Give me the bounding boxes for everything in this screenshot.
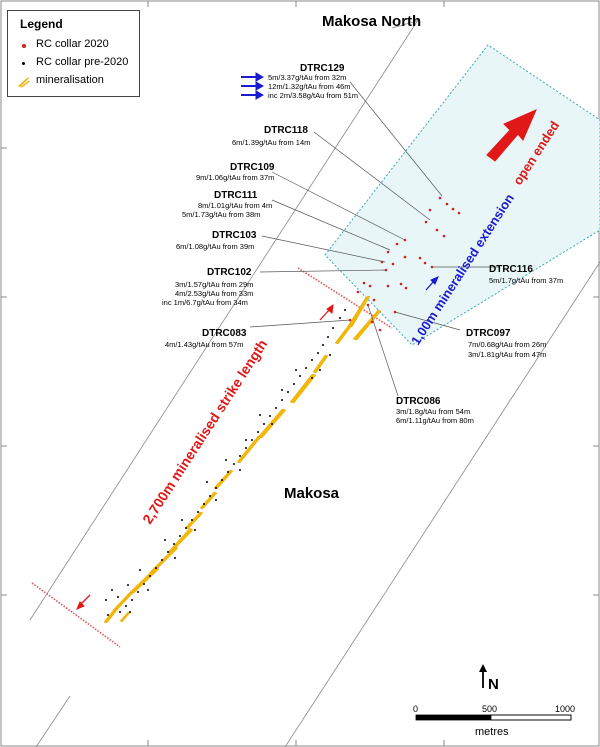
drillhole-result: 5m/1.7g/tAu from 37m [489,276,563,285]
mineralisation-icon [17,77,31,88]
drillhole-result: inc 1m/6.7g/tAu from 34m [162,298,248,307]
drillhole-result: 4m/2.53g/tAu from 33m [175,289,253,298]
drillhole-id: DTRC102 [207,267,252,278]
legend-label: mineralisation [36,74,104,86]
legend-label: RC collar 2020 [36,38,109,50]
scale-tick-label: 1000 [555,704,575,714]
drillhole-result: 3m/1.57g/tAu from 29m [175,280,253,289]
drillhole-labels: DTRC129 5m/3.37g/tAu from 32m 12m/1.32g/… [162,63,563,425]
red-arrows [76,109,537,610]
drillhole-id: DTRC083 [202,328,247,339]
drillhole-id: DTRC109 [230,162,275,173]
drillhole-id: DTRC097 [466,328,511,339]
drillhole-result: 3m/1.81g/tAu from 47m [468,350,546,359]
drillhole-result: 6m/1.39g/tAu from 14m [232,138,310,147]
scale-tick-label: 0 [413,704,418,714]
drillhole-result: 3m/1.8g/tAu from 54m [396,407,470,416]
collars-pre2020 [105,309,346,616]
legend-box: Legend RC collar 2020 RC collar pre-2020… [7,10,140,97]
leader-lines [249,81,500,397]
mineralisation-lenses [103,295,382,624]
drillhole-id: DTRC103 [212,230,257,241]
scale-bar: 0 500 1000 metres [413,704,575,738]
north-label: N [488,676,499,693]
drillhole-result: 7m/0.68g/tAu from 26m [468,340,546,349]
drillhole-result: 8m/1.01g/tAu from 4m [198,201,272,210]
drillhole-result: 6m/1.08g/tAu from 39m [176,242,254,251]
red-dot-icon [16,40,32,52]
drillhole-result: 5m/1.73g/tAu from 38m [182,210,260,219]
collars-2020 [348,196,461,332]
black-dot-icon [16,58,32,70]
scale-unit-label: metres [475,726,509,738]
drillhole-id: DTRC111 [214,190,258,201]
drillhole-result: 9m/1.06g/tAu from 37m [196,173,274,182]
drillhole-result: inc 2m/3.58g/tAu from 51m [268,91,358,100]
north-arrow-icon [479,664,487,672]
strike-end-line-north [297,267,393,329]
place-label-makosa: Makosa [284,485,340,502]
drillhole-result: 6m/1.11g/tAu from 80m [396,416,474,425]
tenement-boundary [29,19,600,747]
drillhole-id: DTRC116 [489,264,533,275]
drillhole-result: 12m/1.32g/tAu from 46m [268,82,351,91]
strike-length-label: 2,700m mineralised strike length [139,336,270,526]
north-arrow: N [479,664,499,693]
scale-tick-label: 500 [482,704,497,714]
drillhole-result: 4m/1.43g/tAu from 57m [165,340,243,349]
blue-arrows [241,72,439,291]
strike-end-line-south [31,582,121,648]
drillhole-id: DTRC086 [396,396,441,407]
legend-label: RC collar pre-2020 [36,56,129,68]
legend-title: Legend [20,17,63,31]
drillhole-result: 5m/3.37g/tAu from 32m [268,73,346,82]
drillhole-id: DTRC118 [264,125,308,136]
place-label-makosa-north: Makosa North [322,13,421,30]
drillhole-id: DTRC129 [300,63,345,74]
open-ended-arrow [486,109,537,162]
